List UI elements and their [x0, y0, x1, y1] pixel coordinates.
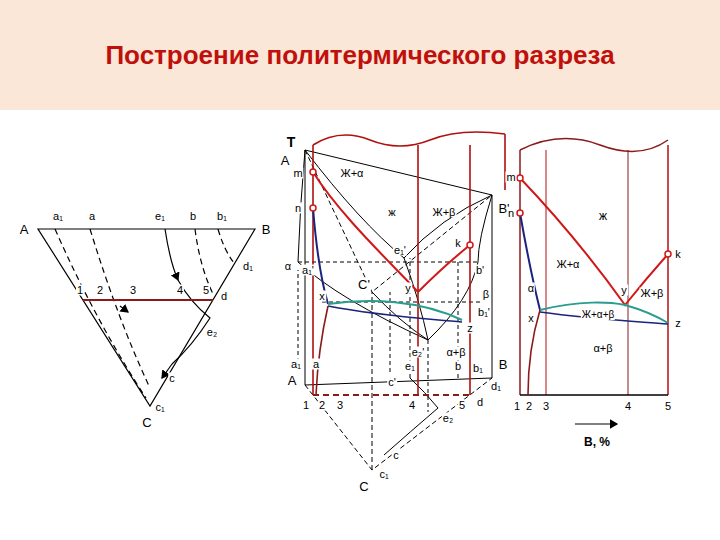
point-label: m [292, 168, 303, 179]
point-label: a [312, 359, 320, 370]
point-label: 5 [202, 285, 210, 296]
point-label: b₁ [472, 363, 484, 374]
point-label: c' [387, 377, 397, 388]
point-label: 4 [176, 285, 184, 296]
point-label: Ж+α+β [581, 310, 615, 320]
point-label: c [168, 373, 176, 384]
point-label: e₂ [442, 413, 454, 424]
point-label: k [674, 249, 682, 260]
point-label: 4 [624, 401, 632, 412]
point-label: α+β [592, 343, 613, 354]
point-label: β [482, 289, 490, 300]
point-label: Ж+β [640, 288, 665, 299]
point-label: e₂' [411, 347, 426, 358]
point-label: b₁' [477, 307, 491, 318]
point-label: n [507, 208, 515, 219]
slide-title: Построение политермического разреза [105, 40, 614, 71]
point-label: z [674, 318, 682, 329]
point-label: c₁ [154, 402, 165, 413]
point-label: k [454, 238, 462, 249]
point-label: α+β [445, 347, 466, 358]
title-bar: Построение политермического разреза [0, 0, 720, 110]
point-label: B [261, 223, 272, 236]
point-label: 2 [96, 285, 104, 296]
point-label: 1 [76, 285, 84, 296]
point-label: a₁ [52, 211, 64, 222]
point-label: x [527, 313, 535, 324]
point-label: ж [598, 210, 608, 222]
point-label: a₁' [301, 265, 315, 276]
point-label: e₂ [206, 327, 218, 338]
point-label: α [284, 261, 292, 272]
point-label: d₁ [490, 381, 502, 392]
point-label: C' [357, 278, 371, 291]
point-label: x [318, 291, 326, 302]
point-label: n [294, 203, 302, 214]
point-label: 3 [542, 401, 550, 412]
point-label: z [466, 323, 474, 334]
point-label: 3 [336, 400, 344, 411]
point-label: 4 [408, 400, 416, 411]
point-label: Ж+α [340, 168, 365, 179]
point-label: 5 [458, 400, 466, 411]
point-label: a [88, 211, 96, 222]
point-label: c [392, 450, 400, 461]
point-label: d₁ [242, 261, 254, 272]
point-label: Ж+α [556, 259, 581, 270]
point-label: Ж+β [432, 207, 457, 218]
point-label: e₁ [154, 211, 166, 222]
point-label: C [141, 416, 152, 429]
point-label: a₁ [290, 359, 302, 370]
point-label: b' [475, 265, 485, 276]
point-label: 1 [513, 401, 521, 412]
point-label: B, % [583, 436, 611, 448]
point-label: A [280, 154, 291, 167]
point-label: c₁ [378, 469, 389, 480]
point-label: α [527, 283, 535, 294]
point-label: T [286, 135, 297, 149]
point-label: C [358, 480, 369, 493]
point-label: d [476, 397, 484, 408]
point-label: y [404, 283, 412, 294]
point-label: 2 [525, 401, 533, 412]
point-label: e₁' [393, 245, 407, 256]
point-label: A [19, 223, 30, 236]
point-label: b₁ [216, 211, 228, 222]
point-label: 2 [318, 400, 326, 411]
point-label: y [620, 285, 628, 296]
point-label: B [498, 358, 509, 371]
point-label: b [189, 211, 197, 222]
point-label: 5 [664, 401, 672, 412]
point-label: m [505, 172, 516, 183]
point-label: b [454, 361, 462, 372]
point-label: A [287, 374, 298, 387]
point-label: d [220, 291, 228, 302]
point-label: ж [387, 207, 396, 218]
point-label: 3 [129, 285, 137, 296]
point-label: e₁ [404, 361, 416, 372]
point-label: 1 [302, 400, 310, 411]
